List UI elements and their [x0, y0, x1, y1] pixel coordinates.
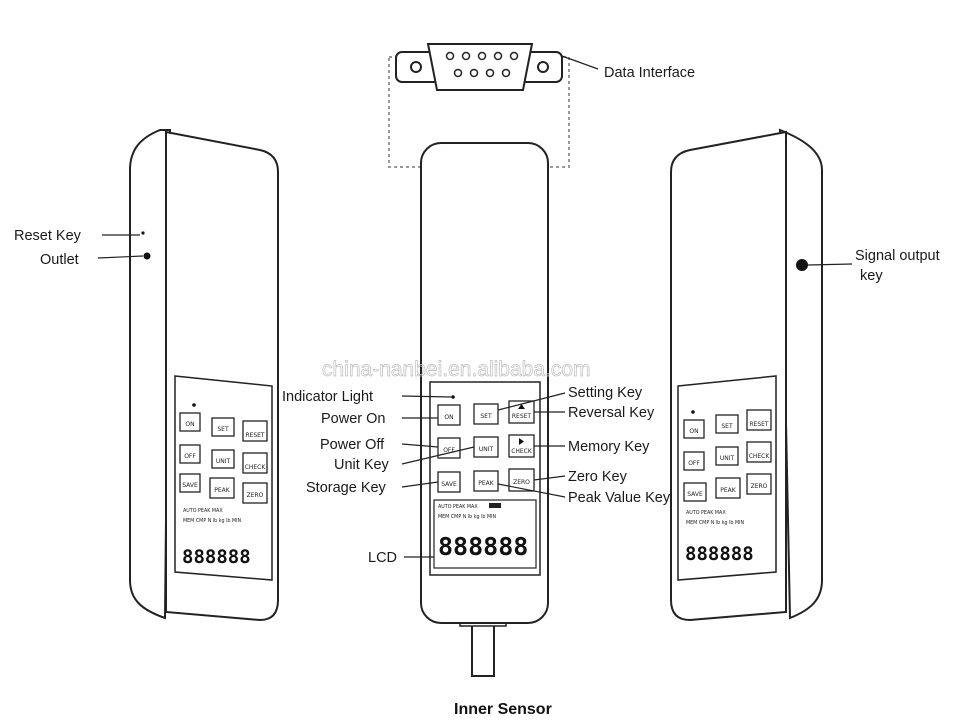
svg-text:OFF: OFF	[443, 447, 455, 454]
svg-text:PEAK: PEAK	[720, 487, 737, 494]
outlet-leader	[97, 255, 144, 259]
left-lcd-digits: 888888	[182, 546, 251, 568]
center-key-off	[437, 437, 461, 459]
connector-screw-left	[410, 61, 422, 73]
svg-text:AUTO PEAK MAX: AUTO PEAK MAX	[686, 510, 726, 516]
svg-text:ON: ON	[689, 428, 698, 435]
right-lcd-digits: 888888	[685, 543, 754, 565]
svg-text:MEM CMP N lb kg lb MIN: MEM CMP N lb kg lb MIN	[686, 520, 745, 526]
svg-text:UNIT: UNIT	[479, 446, 494, 453]
label-unit-key: Unit Key	[334, 457, 390, 473]
label-storage-key: Storage Key	[306, 480, 387, 496]
center-lcd	[433, 499, 537, 569]
label-memory-key: Memory Key	[568, 439, 650, 455]
svg-text:ZERO: ZERO	[513, 479, 530, 486]
label-setting-key: Setting Key	[568, 385, 643, 401]
label-reset-key: Reset Key	[14, 228, 82, 244]
label-power-on: Power On	[321, 411, 385, 427]
signal-output-leader	[807, 263, 853, 266]
left-device: ON SET RESET OFF UNIT CHECK SAVE PEAK ZE…	[97, 129, 279, 622]
db9-connector	[388, 43, 599, 168]
label-inner-sensor: Inner Sensor	[454, 701, 552, 718]
svg-text:OFF: OFF	[184, 453, 196, 460]
svg-text:MEM CMP N lb kg lb MIN: MEM CMP N lb kg lb MIN	[183, 518, 242, 524]
svg-text:ZERO: ZERO	[751, 483, 768, 490]
label-zero-key: Zero Key	[568, 469, 628, 485]
label-reversal-key: Reversal Key	[568, 405, 655, 421]
svg-text:AUTO PEAK MAX: AUTO PEAK MAX	[438, 504, 478, 510]
connector-screw-right	[537, 61, 549, 73]
svg-text:PEAK: PEAK	[214, 487, 231, 494]
label-outlet: Outlet	[40, 252, 79, 268]
signal-output-key-dot	[796, 259, 808, 271]
svg-text:ON: ON	[444, 414, 453, 421]
svg-text:AUTO PEAK MAX: AUTO PEAK MAX	[183, 508, 223, 514]
svg-text:SAVE: SAVE	[687, 491, 703, 498]
center-key-on	[437, 404, 461, 426]
center-key-peak	[473, 470, 499, 492]
svg-text:OFF: OFF	[688, 460, 700, 467]
svg-text:CHECK: CHECK	[245, 464, 267, 471]
label-power-off: Power Off	[320, 437, 385, 453]
svg-text:UNIT: UNIT	[216, 458, 231, 465]
right-device: ON SET RESET OFF UNIT CHECK SAVE PEAK ZE…	[670, 128, 853, 622]
center-lcd-digits: 888888	[438, 532, 528, 561]
svg-text:SET: SET	[721, 423, 733, 430]
svg-text:ZERO: ZERO	[247, 492, 264, 499]
svg-text:ON: ON	[185, 421, 194, 428]
svg-text:RESET: RESET	[512, 413, 532, 420]
center-callout-leaders	[401, 392, 566, 558]
connector-pins	[445, 51, 519, 78]
center-key-set	[473, 403, 499, 425]
watermark: china-nanbei.en.alibaba.com	[322, 358, 591, 381]
svg-text:CHECK: CHECK	[749, 453, 771, 460]
svg-text:UNIT: UNIT	[720, 455, 735, 462]
label-indicator-light: Indicator Light	[282, 389, 373, 405]
svg-text:MEM CMP N lb kg lb MIN: MEM CMP N lb kg lb MIN	[438, 514, 497, 520]
svg-text:SET: SET	[480, 413, 492, 420]
label-signal-output-key: key	[860, 268, 883, 284]
left-indicator-dot	[192, 403, 196, 407]
svg-text:PEAK: PEAK	[478, 480, 495, 487]
label-peak-value-key: Peak Value Key	[568, 490, 671, 506]
center-device: ON SET RESET OFF UNIT CHECK SAVE PEAK ZE…	[420, 142, 549, 677]
right-device-side	[778, 128, 823, 620]
left-outlet-hole	[143, 252, 151, 260]
svg-text:SAVE: SAVE	[182, 482, 198, 489]
svg-text:CHECK: CHECK	[511, 448, 533, 455]
center-indicator-light	[451, 395, 455, 399]
label-data-interface: Data Interface	[604, 65, 695, 81]
svg-text:RESET: RESET	[749, 421, 769, 428]
label-lcd: LCD	[368, 550, 397, 566]
svg-text:RESET: RESET	[245, 432, 265, 439]
data-interface-leader	[561, 55, 599, 70]
connector-shell	[426, 43, 534, 91]
left-reset-hole	[141, 231, 145, 235]
label-signal-output: Signal output	[855, 248, 940, 264]
svg-text:SET: SET	[217, 426, 229, 433]
left-device-side	[129, 129, 172, 620]
svg-text:SAVE: SAVE	[441, 481, 457, 488]
